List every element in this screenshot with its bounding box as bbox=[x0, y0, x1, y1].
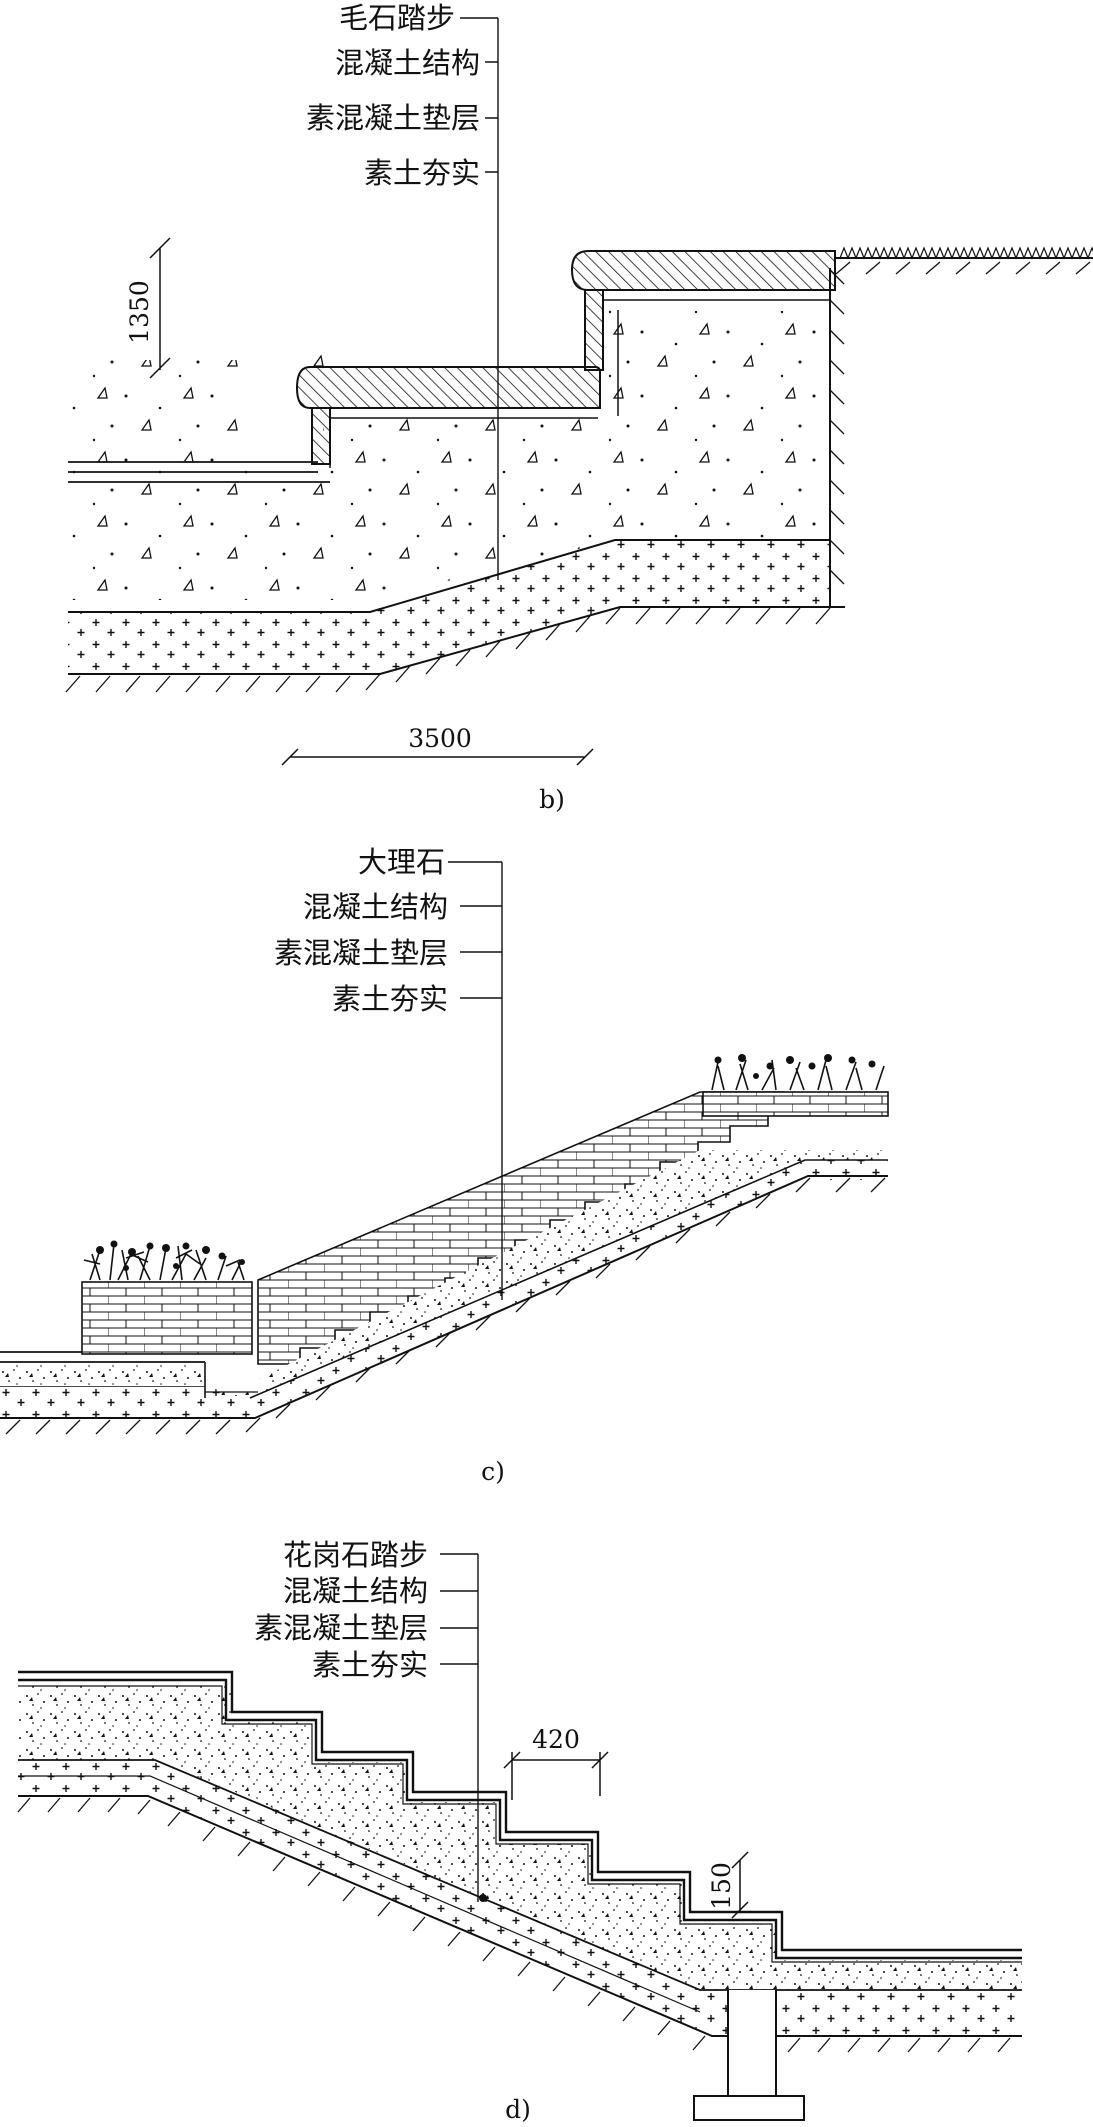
panel-d-granite-steps bbox=[18, 1670, 1022, 1952]
panel-c-label-4: 素土夯实 bbox=[332, 982, 448, 1016]
panel-d-concrete-body bbox=[18, 1686, 1022, 1990]
panel-c-lower-planter bbox=[81, 1281, 253, 1355]
panel-c-caption: c) bbox=[481, 1457, 505, 1486]
panel-d-section: 花岗石踏步 混凝土结构 素混凝土垫层 素土夯实 420 150 d) bbox=[17, 1538, 1022, 2124]
panel-b-label-4: 素土夯实 bbox=[364, 156, 480, 190]
panel-c-label-2: 混凝土结构 bbox=[303, 890, 448, 924]
panel-b-label-2: 混凝土结构 bbox=[335, 46, 480, 80]
panel-c-section: 大理石 混凝土结构 素混凝土垫层 素土夯实 c) bbox=[0, 845, 889, 1486]
panel-b-section: 毛石踏步 混凝土结构 素混凝土垫层 素土夯实 1350 3500 b) bbox=[65, 1, 1093, 814]
panel-b-dim-height: 1350 bbox=[125, 280, 154, 344]
panel-b-lower-stone-riser bbox=[311, 407, 331, 465]
panel-b-caption: b) bbox=[539, 785, 565, 814]
panel-b-grass-marks bbox=[839, 246, 1093, 260]
panel-b-upper-stone-riser bbox=[584, 289, 604, 371]
panel-d-dim-riser: 150 bbox=[707, 1862, 736, 1910]
panel-d-foundation-pier bbox=[727, 1990, 777, 2097]
panel-d-label-2: 混凝土结构 bbox=[283, 1574, 428, 1608]
panel-b-concrete-body bbox=[68, 300, 830, 600]
panel-c-label-3: 素混凝土垫层 bbox=[274, 936, 448, 970]
panel-c-label-1: 大理石 bbox=[358, 845, 445, 879]
panel-b-upper-stone-tread bbox=[570, 250, 836, 291]
panel-b-dim-width: 3500 bbox=[408, 724, 472, 753]
panel-c-upper-shrubs bbox=[711, 1059, 885, 1091]
panel-d-label-1: 花岗石踏步 bbox=[283, 1538, 428, 1572]
panel-b-label-1: 毛石踏步 bbox=[339, 1, 455, 35]
panel-d-gravel-band bbox=[18, 1760, 1022, 2036]
panel-d-dim-tread: 420 bbox=[532, 1725, 580, 1754]
panel-c-upper-planter bbox=[702, 1091, 889, 1117]
panel-c-stair-brick bbox=[257, 1091, 784, 1365]
panel-b-gravel-base bbox=[68, 540, 830, 674]
panel-d-foundation-footing bbox=[693, 2095, 805, 2121]
panel-c-gravel-band bbox=[0, 1160, 888, 1418]
panel-b-label-3: 素混凝土垫层 bbox=[306, 101, 480, 135]
panel-d-label-4: 素土夯实 bbox=[312, 1648, 428, 1682]
panel-b-lower-stone-tread bbox=[295, 366, 601, 409]
panel-d-label-3: 素混凝土垫层 bbox=[254, 1611, 428, 1645]
panel-d-caption: d) bbox=[505, 2095, 531, 2122]
